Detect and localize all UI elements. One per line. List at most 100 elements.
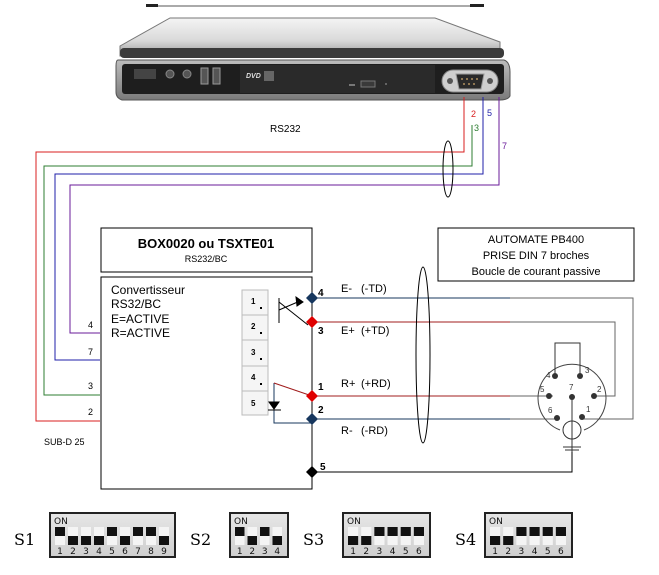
node-4: [306, 292, 318, 304]
laptop-foot-left: [146, 4, 158, 7]
din-pin-label: 3: [585, 366, 590, 375]
wire-purple: [69, 97, 500, 334]
dip-number: 6: [122, 547, 128, 557]
dip-toggle-on[interactable]: [374, 527, 385, 536]
dip-toggle-off[interactable]: [120, 536, 130, 545]
dip-switch-label: S1: [14, 530, 35, 549]
box-subtitle: RS232/BC: [185, 254, 228, 264]
din-pin-label: 4: [546, 371, 551, 380]
signal-name: R+: [341, 378, 355, 390]
terminal-label: 4: [251, 373, 256, 382]
automate-line: PRISE DIN 7 broches: [483, 250, 590, 262]
dip-toggle-on[interactable]: [516, 527, 527, 536]
dip-toggle-off[interactable]: [247, 536, 258, 545]
dip-toggle-on[interactable]: [133, 527, 143, 536]
subd-pin-label: 3: [88, 381, 93, 391]
dip-number: 1: [237, 547, 243, 557]
dip-number: 1: [57, 547, 63, 557]
dip-toggle-off[interactable]: [361, 536, 372, 545]
dip-number: 2: [249, 547, 255, 557]
dip-toggle-on[interactable]: [235, 527, 245, 536]
automate-frame: [437, 227, 635, 282]
usb-port-icon: [200, 67, 209, 85]
dip-toggle-on[interactable]: [413, 527, 424, 536]
dip-toggle-on[interactable]: [400, 527, 411, 536]
dip-number: 2: [363, 547, 369, 557]
usb-port-icon: [212, 67, 221, 85]
dip-toggle-off[interactable]: [159, 536, 169, 545]
dip-number: 4: [274, 547, 280, 557]
dip-toggle-on[interactable]: [55, 527, 65, 536]
subd-pin-label: 2: [88, 407, 93, 417]
db9-serial-port-icon: [455, 73, 485, 90]
subd-pin-label: 7: [88, 347, 93, 357]
node-2: [306, 413, 318, 425]
signal-desc: (-RD): [361, 425, 388, 437]
dip-number: 4: [390, 547, 396, 557]
node-1: [306, 390, 318, 402]
diode-icon: [268, 382, 313, 424]
signal-name: E-: [341, 283, 352, 295]
dip-number: 5: [403, 547, 409, 557]
dip-switch-label: S4: [455, 530, 476, 549]
laptop-pin-label: 5: [487, 108, 492, 118]
dip-number: 1: [492, 547, 498, 557]
wire-ground: [312, 452, 573, 473]
dip-toggle-on[interactable]: [542, 527, 553, 536]
terminal-label: 5: [251, 399, 256, 408]
dip-number: 9: [161, 547, 167, 557]
audio-jack-icon: [182, 69, 192, 79]
node-5: [306, 466, 318, 478]
dip-on-label: ON: [54, 517, 68, 527]
box-title-frame: [100, 227, 313, 273]
dip-toggle-on[interactable]: [387, 527, 398, 536]
power-port-icon: [134, 69, 156, 79]
box-line: E=ACTIVE: [111, 312, 169, 326]
dip-switch-label: S3: [303, 530, 324, 549]
dip-switch-label: S2: [190, 530, 211, 549]
signal-name: E+: [341, 325, 355, 337]
din-pin-label: 2: [597, 385, 602, 394]
dvd-logo: DVD: [246, 73, 261, 80]
dip-toggle-on[interactable]: [529, 527, 540, 536]
dip-toggle-off[interactable]: [490, 536, 501, 545]
audio-jack-icon: [165, 69, 175, 79]
laptop: DVD: [115, 4, 511, 101]
dip-toggle-on[interactable]: [146, 527, 156, 536]
dip-number: 1: [350, 547, 356, 557]
dip-number: 2: [505, 547, 511, 557]
dip-number: 2: [70, 547, 76, 557]
dip-number: 8: [148, 547, 154, 557]
terminal-label: 3: [251, 348, 256, 357]
dip-number: 6: [416, 547, 422, 557]
node-pin-label: 2: [318, 405, 324, 416]
dvd-logo-icon: [264, 71, 274, 81]
node-pin-label: 3: [318, 326, 324, 337]
dvd-eject-button[interactable]: [360, 80, 376, 88]
dip-toggle-off[interactable]: [272, 536, 283, 545]
signal-desc: (-TD): [361, 283, 387, 295]
rs232-cable: [35, 97, 500, 422]
wire-blue: [54, 97, 484, 361]
dip-toggle-off[interactable]: [503, 536, 514, 545]
dip-toggle-off[interactable]: [68, 536, 78, 545]
dip-toggle-off[interactable]: [81, 536, 91, 545]
dip-toggle-on[interactable]: [555, 527, 566, 536]
loop-bundle-marker: [415, 266, 431, 444]
dip-toggle-off[interactable]: [94, 536, 104, 545]
dip-toggle-on[interactable]: [107, 527, 117, 536]
dip-toggle-off[interactable]: [348, 536, 359, 545]
node-pin-label: 1: [318, 382, 324, 393]
terminal-label: 1: [251, 297, 256, 306]
terminal-label: 2: [251, 322, 256, 331]
automate-line: AUTOMATE PB400: [488, 234, 584, 246]
box-line: RS32/BC: [111, 297, 161, 311]
dip-number: 3: [262, 547, 268, 557]
dip-number: 5: [545, 547, 551, 557]
dip-toggle-on[interactable]: [260, 527, 270, 536]
terminal-block: [241, 289, 269, 416]
laptop-foot-right: [470, 4, 484, 7]
dip-on-label: ON: [347, 517, 361, 527]
